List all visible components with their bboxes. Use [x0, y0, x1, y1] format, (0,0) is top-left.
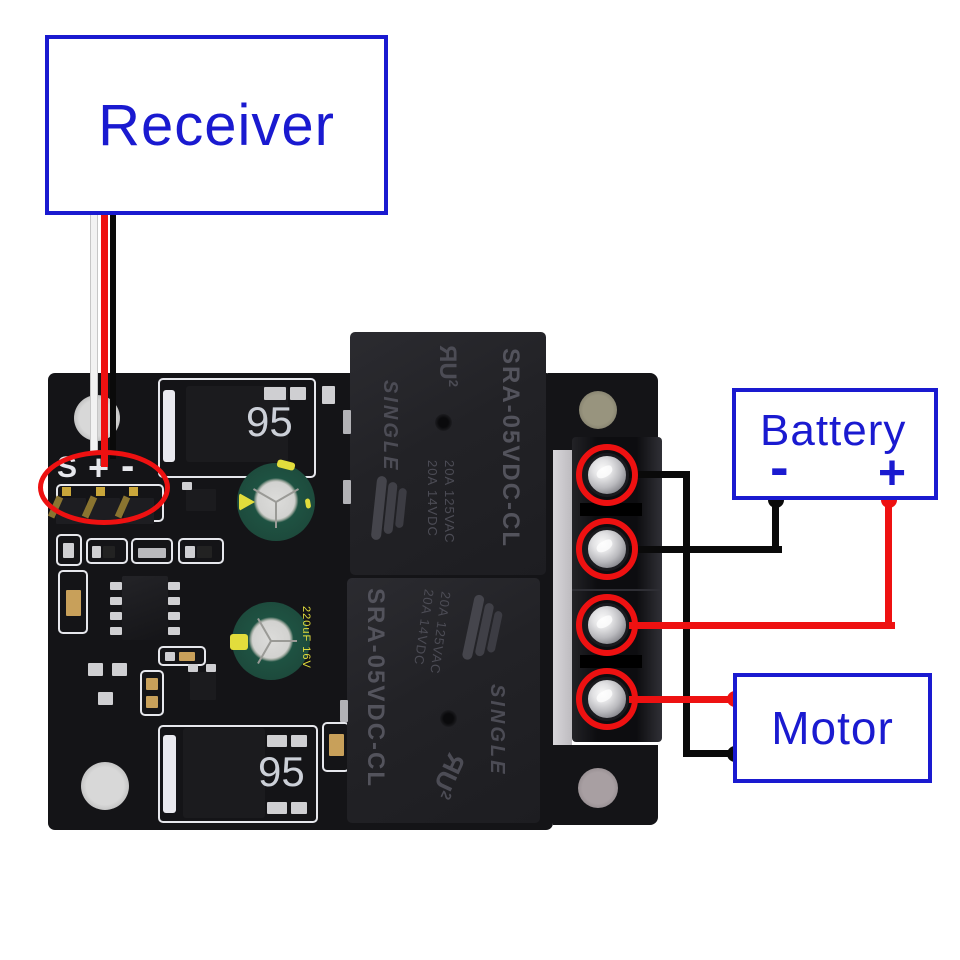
smd-part: [322, 386, 335, 404]
relay-brand: SINGLE: [486, 684, 508, 777]
mosfet-bottom-body: [183, 728, 265, 818]
mosfet-top-pad: [264, 387, 286, 400]
relay-pin: [343, 410, 351, 434]
ic-pin: [168, 627, 180, 635]
mosfet-bottom-pad: [291, 735, 307, 747]
ic-pin: [168, 582, 180, 590]
cap-mark: [304, 498, 312, 509]
mosfet-top-outline: [158, 378, 316, 478]
receiver-wire-black: [110, 215, 116, 459]
relay-brand: SINGLE: [379, 380, 401, 473]
mount-hole-bottom-left: [81, 762, 129, 810]
relay-pin: [340, 700, 348, 722]
mosfet-top-pad: [290, 387, 306, 400]
ic-pin: [168, 612, 180, 620]
silk-box: [140, 670, 164, 716]
single-logo-swoosh-icon: [451, 588, 512, 679]
ic-chip: [122, 576, 168, 640]
terminal-split-line: [572, 589, 662, 591]
smd-pad: [206, 664, 216, 672]
battery-label: Battery: [760, 406, 907, 455]
ic-pin: [110, 597, 122, 605]
silk-box: [322, 722, 350, 772]
ic-pin: [110, 612, 122, 620]
terminal-slot: [580, 655, 642, 668]
smd-part: [186, 489, 216, 511]
mount-hole-bottom-right: [578, 768, 618, 808]
motor-label: Motor: [771, 702, 894, 754]
board-gap-shadow: [553, 450, 572, 745]
annotation-circle-screw1: [576, 444, 638, 506]
wire-screw1-to-motor: [683, 750, 735, 757]
wire-screw3-v: [885, 498, 892, 629]
silk-box: [158, 646, 206, 666]
smd-pad: [112, 663, 127, 676]
annotation-circle-screw3: [576, 594, 638, 656]
wire-screw2-v: [772, 498, 779, 553]
relay-dimple: [435, 414, 452, 431]
relay-pin: [343, 480, 351, 504]
relay-ratings: 20A 14VDC 20A 125VAC: [425, 460, 457, 544]
silk-box: [56, 534, 82, 566]
receiver-wire-red: [101, 215, 108, 467]
relay-model: SRA-05VDC-CL: [362, 588, 389, 789]
receiver-box: Receiver: [45, 35, 388, 215]
smd-part: [190, 672, 216, 700]
smd-pad: [188, 664, 198, 672]
silkscreen-bar: [163, 735, 176, 813]
silkscreen-bar: [163, 390, 175, 462]
capacitor-bottom: 220uF 16V: [230, 602, 312, 680]
ul-logo-icon: RU2: [428, 748, 472, 803]
annotation-circle-screw2: [576, 518, 638, 580]
battery-box: Battery - +: [732, 388, 938, 500]
wire-screw1-v: [683, 471, 690, 757]
mosfet-top-code: 95: [246, 398, 293, 445]
ic-pin: [110, 627, 122, 635]
annotation-circle-screw4: [576, 668, 638, 730]
wire-screw2-h: [629, 546, 782, 553]
cap-mark: [239, 493, 255, 511]
relay-model: SRA-05VDC-CL: [497, 348, 524, 549]
smd-pad: [182, 482, 192, 490]
relay-dimple: [440, 710, 457, 727]
mosfet-bottom-outline: [158, 725, 318, 823]
cap-mark: [230, 634, 248, 650]
relay-top: RU2 SINGLE 20A 14VDC 20A 125VAC SRA-05VD…: [350, 332, 546, 575]
ul-logo-icon: RU2: [433, 345, 461, 387]
smd-pad: [98, 692, 113, 705]
silk-box: [178, 538, 224, 564]
receiver-label: Receiver: [98, 92, 335, 158]
silk-box: [86, 538, 128, 564]
ic-pin: [168, 597, 180, 605]
silk-box: [131, 538, 173, 564]
mount-hole-top-right: [579, 391, 617, 429]
relay-ratings: 20A 14VDC 20A 125VAC: [411, 588, 454, 676]
motor-box: Motor: [733, 673, 932, 783]
terminal-slot: [580, 503, 642, 516]
mosfet-bottom-pad: [291, 802, 307, 814]
wire-screw4-h: [629, 696, 735, 703]
battery-minus-label: -: [770, 435, 790, 498]
wire-screw1-h: [629, 471, 690, 478]
annotation-ellipse-pins: [38, 450, 170, 525]
relay-bottom: SRA-05VDC-CL 20A 14VDC 20A 125VAC SINGLE…: [347, 578, 540, 823]
mosfet-bottom-pad: [267, 735, 287, 747]
battery-plus-label: +: [878, 447, 908, 500]
wire-screw3-h: [629, 622, 895, 629]
smd-pad: [88, 663, 103, 676]
silk-box: [58, 570, 88, 634]
single-logo-swoosh-icon: [368, 472, 408, 552]
mosfet-bottom-code: 95: [258, 748, 305, 795]
mosfet-bottom-pad: [267, 802, 287, 814]
ic-pin: [110, 582, 122, 590]
receiver-wire-white: [90, 215, 98, 452]
capacitor-marking: 220uF 16V: [300, 606, 312, 669]
capacitor-top: [237, 458, 315, 541]
